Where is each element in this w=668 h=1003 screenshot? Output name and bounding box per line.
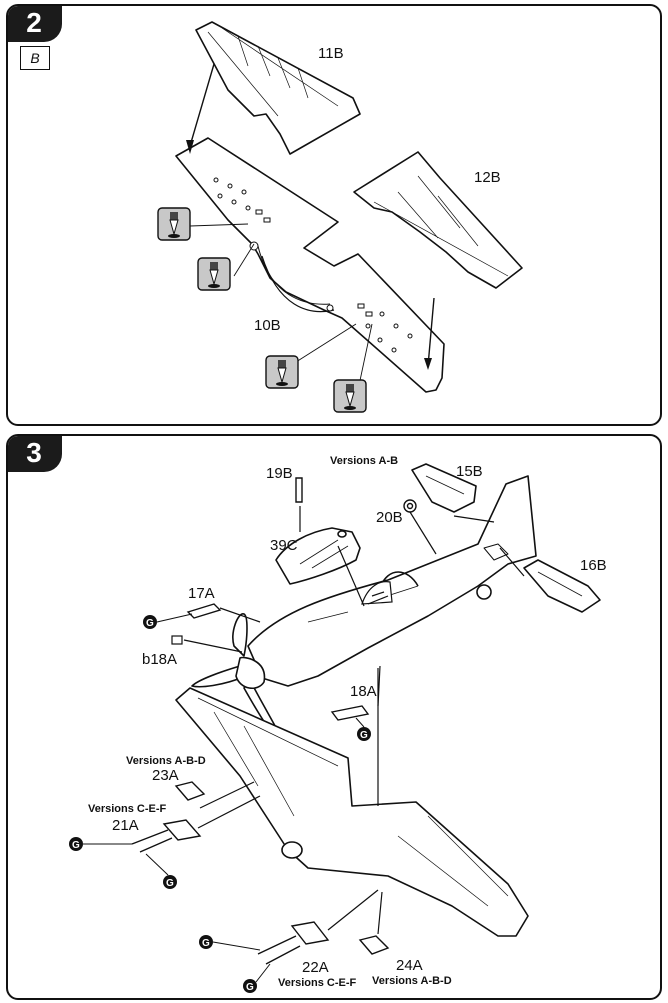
sprue-marker: G: [145, 853, 177, 889]
canopy-part-39: [275, 527, 361, 585]
gun-part-23: [174, 781, 206, 801]
version-label-cef-upper: Versions C-E-F: [88, 803, 167, 815]
part-label-16: 16B: [580, 557, 607, 574]
part-label-17: 17A: [188, 585, 215, 602]
wing-part-12: [353, 151, 523, 289]
svg-text:G: G: [166, 878, 174, 889]
sprue-marker: G: [243, 963, 271, 993]
part-label-24: 24A: [396, 957, 423, 974]
exhaust-part-18: [330, 705, 370, 721]
gun-part-22: [257, 921, 330, 965]
part-label-18: 18A: [350, 683, 377, 700]
step-number-badge: 3: [8, 436, 62, 472]
wing-holes: [213, 177, 413, 353]
wing-part-11: [195, 21, 361, 155]
svg-text:G: G: [360, 730, 368, 741]
part-label-39: 39C: [270, 537, 298, 554]
part-label-19: 19B: [266, 465, 293, 482]
step-2-diagram: 11B 12B 10B: [157, 21, 523, 413]
version-label-abd-lower: Versions A-B-D: [372, 975, 452, 987]
version-label-cef-lower: Versions C-E-F: [278, 977, 357, 989]
part-label-11: 11B: [318, 45, 344, 62]
assembly-arrows: [183, 506, 525, 935]
svg-text:G: G: [202, 938, 210, 949]
part-b18: [171, 635, 183, 645]
part-label-15: 15B: [456, 463, 483, 480]
sprue-marker: G: [199, 935, 261, 951]
part-label-20: 20B: [376, 509, 403, 526]
antenna-part-19: [295, 477, 303, 503]
sprue-marker: G: [69, 837, 132, 851]
part-label-b18: b18A: [142, 651, 177, 668]
step-3-diagram: G G G G G G 19B Versions: [69, 455, 607, 993]
ring-part-20: [403, 499, 417, 513]
part-label-22: 22A: [302, 959, 329, 976]
tailplane-part-15: [411, 463, 477, 513]
version-badge: B: [20, 46, 50, 70]
gun-part-21: [131, 819, 202, 853]
step-2-panel: 2 B: [6, 4, 662, 426]
part-label-10: 10B: [254, 317, 281, 334]
svg-text:G: G: [146, 618, 154, 629]
arrow-heads: [186, 140, 432, 370]
main-wing: [175, 687, 529, 937]
step-3-panel: 3: [6, 434, 662, 1000]
glue-icon: [157, 207, 191, 241]
exhaust-part-17: [186, 603, 222, 619]
glue-icon: [265, 355, 299, 389]
sprue-marker: G: [355, 717, 371, 741]
gun-part-24: [358, 935, 390, 955]
part-label-23: 23A: [152, 767, 179, 784]
step-number-badge: 2: [8, 6, 62, 42]
version-label-ab: Versions A-B: [330, 455, 398, 467]
version-label-abd-upper: Versions A-B-D: [126, 755, 206, 767]
glue-icon: [333, 379, 367, 413]
assembly-arrows: [189, 63, 435, 367]
part-label-12: 12B: [474, 169, 501, 186]
wing-part-10: [175, 137, 445, 393]
part-label-21: 21A: [112, 817, 139, 834]
cockpit: [361, 581, 393, 605]
svg-text:G: G: [246, 982, 254, 993]
glue-icon: [197, 257, 231, 291]
tailplane-part-16: [523, 559, 601, 613]
svg-text:G: G: [72, 840, 80, 851]
sprue-marker: G: [143, 613, 193, 629]
